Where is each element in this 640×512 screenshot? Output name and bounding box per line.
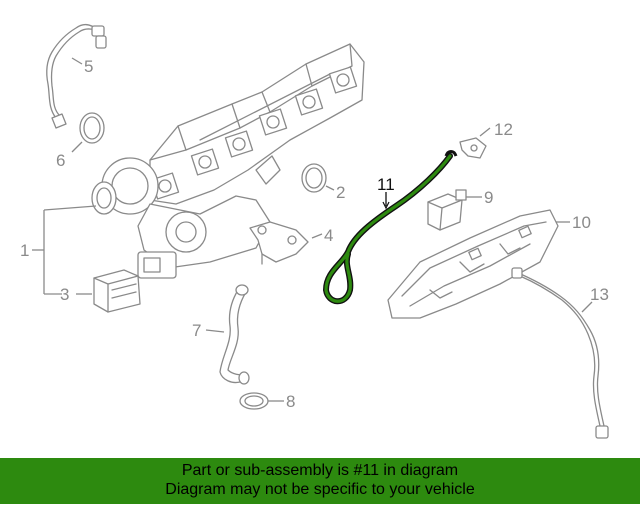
callout-3: 3	[60, 285, 69, 304]
callout-10: 10	[572, 213, 591, 232]
part-3-actuator[interactable]	[93, 269, 141, 313]
part-13-oil-line[interactable]	[511, 267, 609, 439]
callout-4: 4	[324, 226, 333, 245]
part-12-clip[interactable]	[459, 137, 487, 159]
callout-8: 8	[286, 392, 295, 411]
callout-2: 2	[336, 183, 345, 202]
callout-7: 7	[192, 321, 201, 340]
part-11-pipe-highlighted[interactable]	[322, 150, 458, 305]
callout-11: 11	[377, 175, 395, 194]
banner-line-2: Diagram may not be specific to your vehi…	[165, 481, 475, 498]
part-6-seal-ring[interactable]	[79, 112, 105, 144]
part-1-exhaust-manifold[interactable]	[91, 43, 365, 279]
callout-1: 1	[20, 241, 29, 260]
callout-13: 13	[590, 285, 609, 304]
part-info-banner: Part or sub-assembly is #11 in diagram D…	[0, 458, 640, 504]
part-10-heat-shield[interactable]	[387, 209, 559, 319]
parts-diagram: 5 6	[20, 23, 609, 439]
callout-12: 12	[494, 120, 513, 139]
part-4-bracket[interactable]	[249, 221, 309, 265]
part-9-connector[interactable]	[427, 189, 467, 231]
callout-6: 6	[56, 151, 65, 170]
callout-5: 5	[84, 57, 93, 76]
part-5-oil-line[interactable]	[46, 23, 107, 129]
part-2-gasket[interactable]	[301, 163, 327, 193]
part-7-hose[interactable]	[219, 284, 250, 385]
callout-9: 9	[484, 188, 493, 207]
part-8-seal-ring[interactable]	[239, 392, 269, 410]
banner-line-1: Part or sub-assembly is #11 in diagram	[181, 462, 459, 479]
